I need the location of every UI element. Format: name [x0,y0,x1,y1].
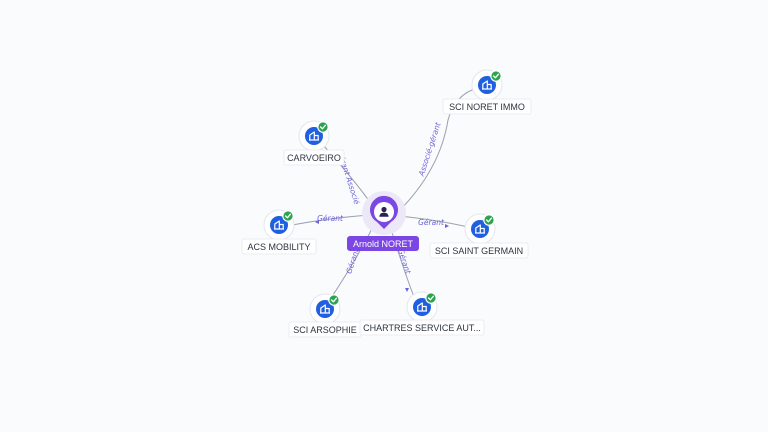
edge-role-label: Gérant [317,214,344,223]
company-name: ACS MOBILITY [247,242,310,252]
building-icon [482,80,492,90]
edge-acs-mobility [291,214,370,226]
edge-sci-arsophie [330,224,375,299]
edge-sci-noret-immo [397,87,479,213]
check-badge-icon [483,214,495,226]
company-node-sci-arsophie[interactable]: SCI ARSOPHIE [288,293,362,338]
company-label-box [283,149,345,166]
company-label-box [442,98,532,115]
edge-role-label: Associé-gérant [416,120,442,178]
company-label-box [429,242,529,259]
edge-arrow-icon [315,220,319,224]
check-badge-icon [317,121,329,133]
edge-arrow-icon [405,288,409,292]
company-node-carvoeiro[interactable]: CARVOEIRO [283,120,345,166]
company-node-sci-saint-germain[interactable]: SCI SAINT GERMAIN [429,213,529,259]
person-node[interactable]: Arnold NORET [347,191,419,251]
company-name: SCI ARSOPHIE [293,325,357,335]
person-label-box [347,236,419,251]
building-icon [274,220,284,230]
building-icon [309,131,319,141]
check-badge-icon [328,294,340,306]
company-name: CARVOEIRO [287,153,341,163]
company-name: SCI SAINT GERMAIN [435,246,523,256]
nodes-layer: SCI NORET IMMO CARVOEIRO ACS MOBILITY SCI S… [241,69,532,338]
building-icon [320,304,330,314]
company-node-acs-mobility[interactable]: ACS MOBILITY [241,209,317,255]
building-icon [417,302,427,312]
edge-role-label: Gérant [396,248,413,276]
edge-chartres-service-aut [389,225,415,298]
company-label-box [359,319,485,336]
check-badge-icon [425,292,437,304]
company-label-box [241,238,317,255]
edge-arrow-icon [445,224,449,228]
company-name: SCI NORET IMMO [449,102,525,112]
person-name: Arnold NORET [353,239,414,249]
edge-role-label: Gérant [418,218,445,227]
check-badge-icon [490,70,502,82]
edge-sci-saint-germain [398,215,469,228]
company-node-sci-noret-immo[interactable]: SCI NORET IMMO [442,69,532,115]
company-name: CHARTRES SERVICE AUT... [363,323,481,333]
user-icon [379,206,389,217]
check-badge-icon [282,210,294,222]
company-node-chartres-service-aut[interactable]: CHARTRES SERVICE AUT... [359,291,485,336]
building-icon [475,224,485,234]
